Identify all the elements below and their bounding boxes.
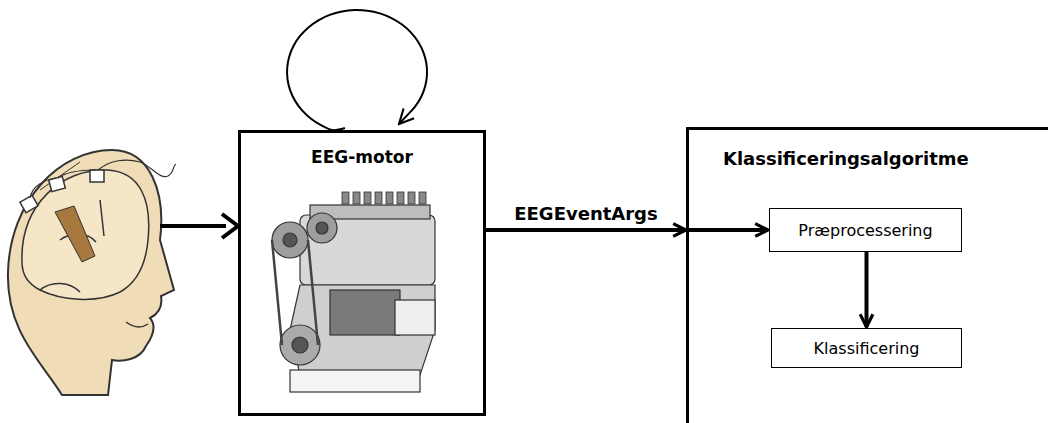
box-title: Klassificeringsalgoritme <box>723 148 1048 169</box>
box-label: Klassificering <box>814 339 920 358</box>
process-box: Præprocessering <box>769 208 962 252</box>
input-arrow <box>160 224 226 228</box>
valve <box>397 192 404 204</box>
engine-illustration <box>272 205 435 392</box>
valve <box>364 192 371 204</box>
process-box: Klassificering <box>771 328 962 368</box>
flow-arrow <box>486 228 768 232</box>
flow-arrow <box>865 252 869 327</box>
loop-arrow <box>287 10 427 130</box>
module-box: EEG-motor <box>238 130 486 416</box>
engine-valves <box>342 192 426 204</box>
head-illustration <box>8 150 176 395</box>
valve <box>419 192 426 204</box>
edge-label: EEGEventArgs <box>512 203 659 224</box>
valve <box>375 192 382 204</box>
box-label: Præprocessering <box>798 221 932 240</box>
box-title: EEG-motor <box>245 147 479 167</box>
valve <box>342 192 349 204</box>
input-arrowhead <box>222 214 238 238</box>
valve <box>353 192 360 204</box>
valve <box>386 192 393 204</box>
valve <box>408 192 415 204</box>
module-box: KlassificeringsalgoritmePræprocesseringK… <box>686 127 1048 423</box>
